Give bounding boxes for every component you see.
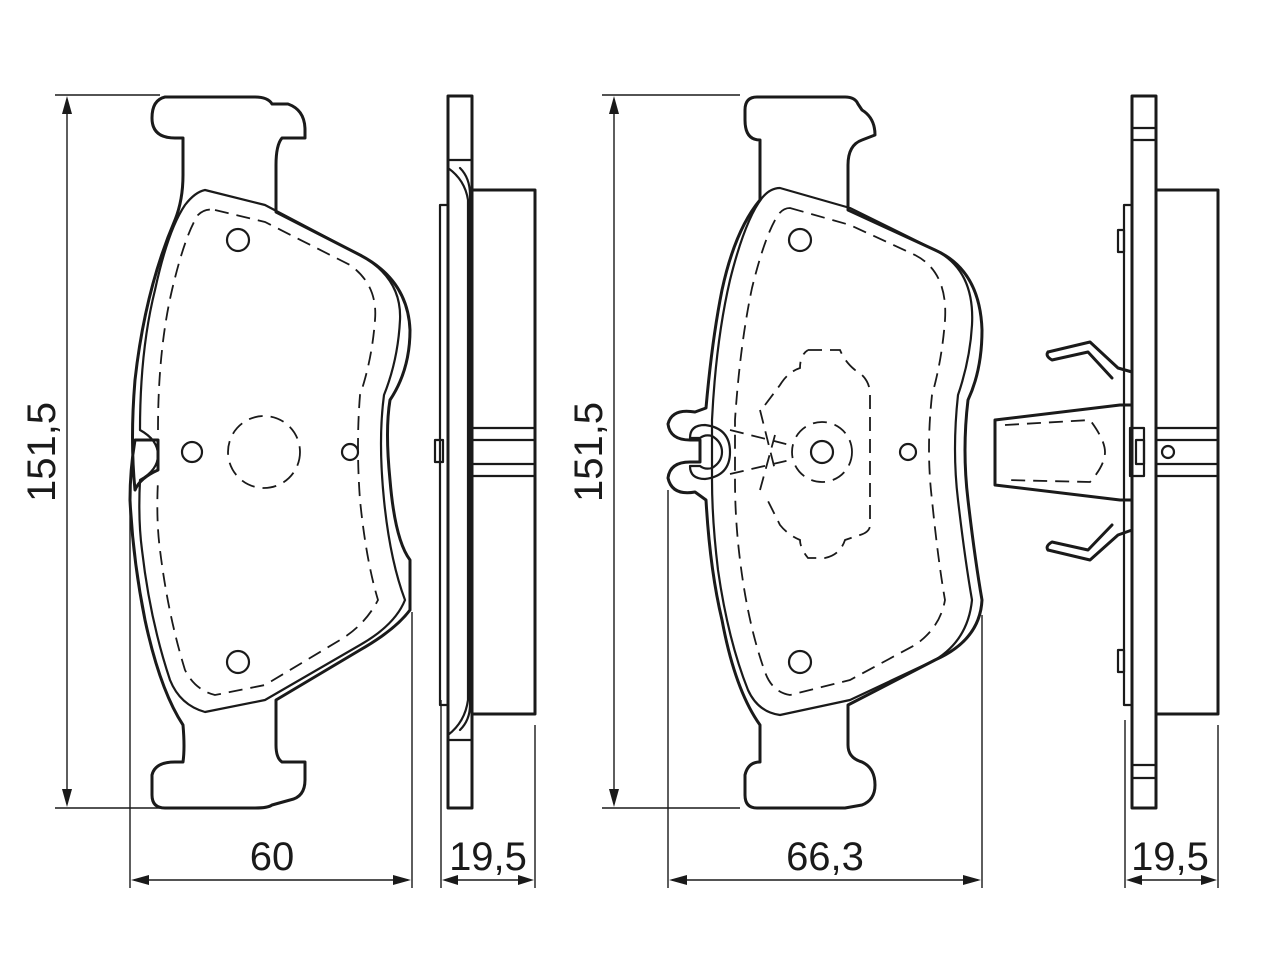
right-pad-sensor-outline (764, 349, 871, 559)
left-width-label: 60 (250, 835, 295, 879)
left-thickness-label: 19,5 (449, 835, 527, 879)
right-pad-sensor-clip (688, 423, 732, 481)
left-pad-backing-plate (128, 95, 412, 810)
left-pad-friction-outline (138, 188, 407, 714)
right-pad-friction-outline (710, 186, 974, 717)
right-height-label: 151,5 (567, 402, 611, 502)
left-pad-hole-bottom (225, 649, 251, 675)
left-height-label: 151,5 (20, 402, 64, 502)
dimension-lines (55, 94, 1219, 888)
left-pad-hole-left (180, 440, 204, 464)
right-pad-side-friction (1154, 188, 1220, 716)
right-pad-dashed-outline (734, 207, 947, 696)
left-pad-front-view (128, 95, 412, 810)
right-pad-hole-right (898, 442, 918, 462)
right-pad-hole-top (787, 227, 813, 253)
left-pad-side-view (433, 94, 537, 810)
right-thickness-label: 19,5 (1131, 835, 1209, 879)
right-width-label: 66,3 (786, 835, 864, 879)
left-pad-piston-circle (227, 415, 301, 489)
right-pad-hole-bottom (787, 649, 813, 675)
right-pad-backing-plate (666, 95, 984, 810)
left-pad-dashed-outline (156, 208, 379, 696)
left-pad-side-friction (470, 188, 537, 716)
left-pad-hole-top (225, 227, 251, 253)
left-pad-hole-right (340, 442, 360, 462)
right-pad-sensor-body-side (993, 403, 1134, 502)
right-pad-side-view (993, 94, 1220, 810)
right-pad-front-view (666, 95, 984, 810)
right-pad-sensor-spring-side (1046, 340, 1134, 562)
